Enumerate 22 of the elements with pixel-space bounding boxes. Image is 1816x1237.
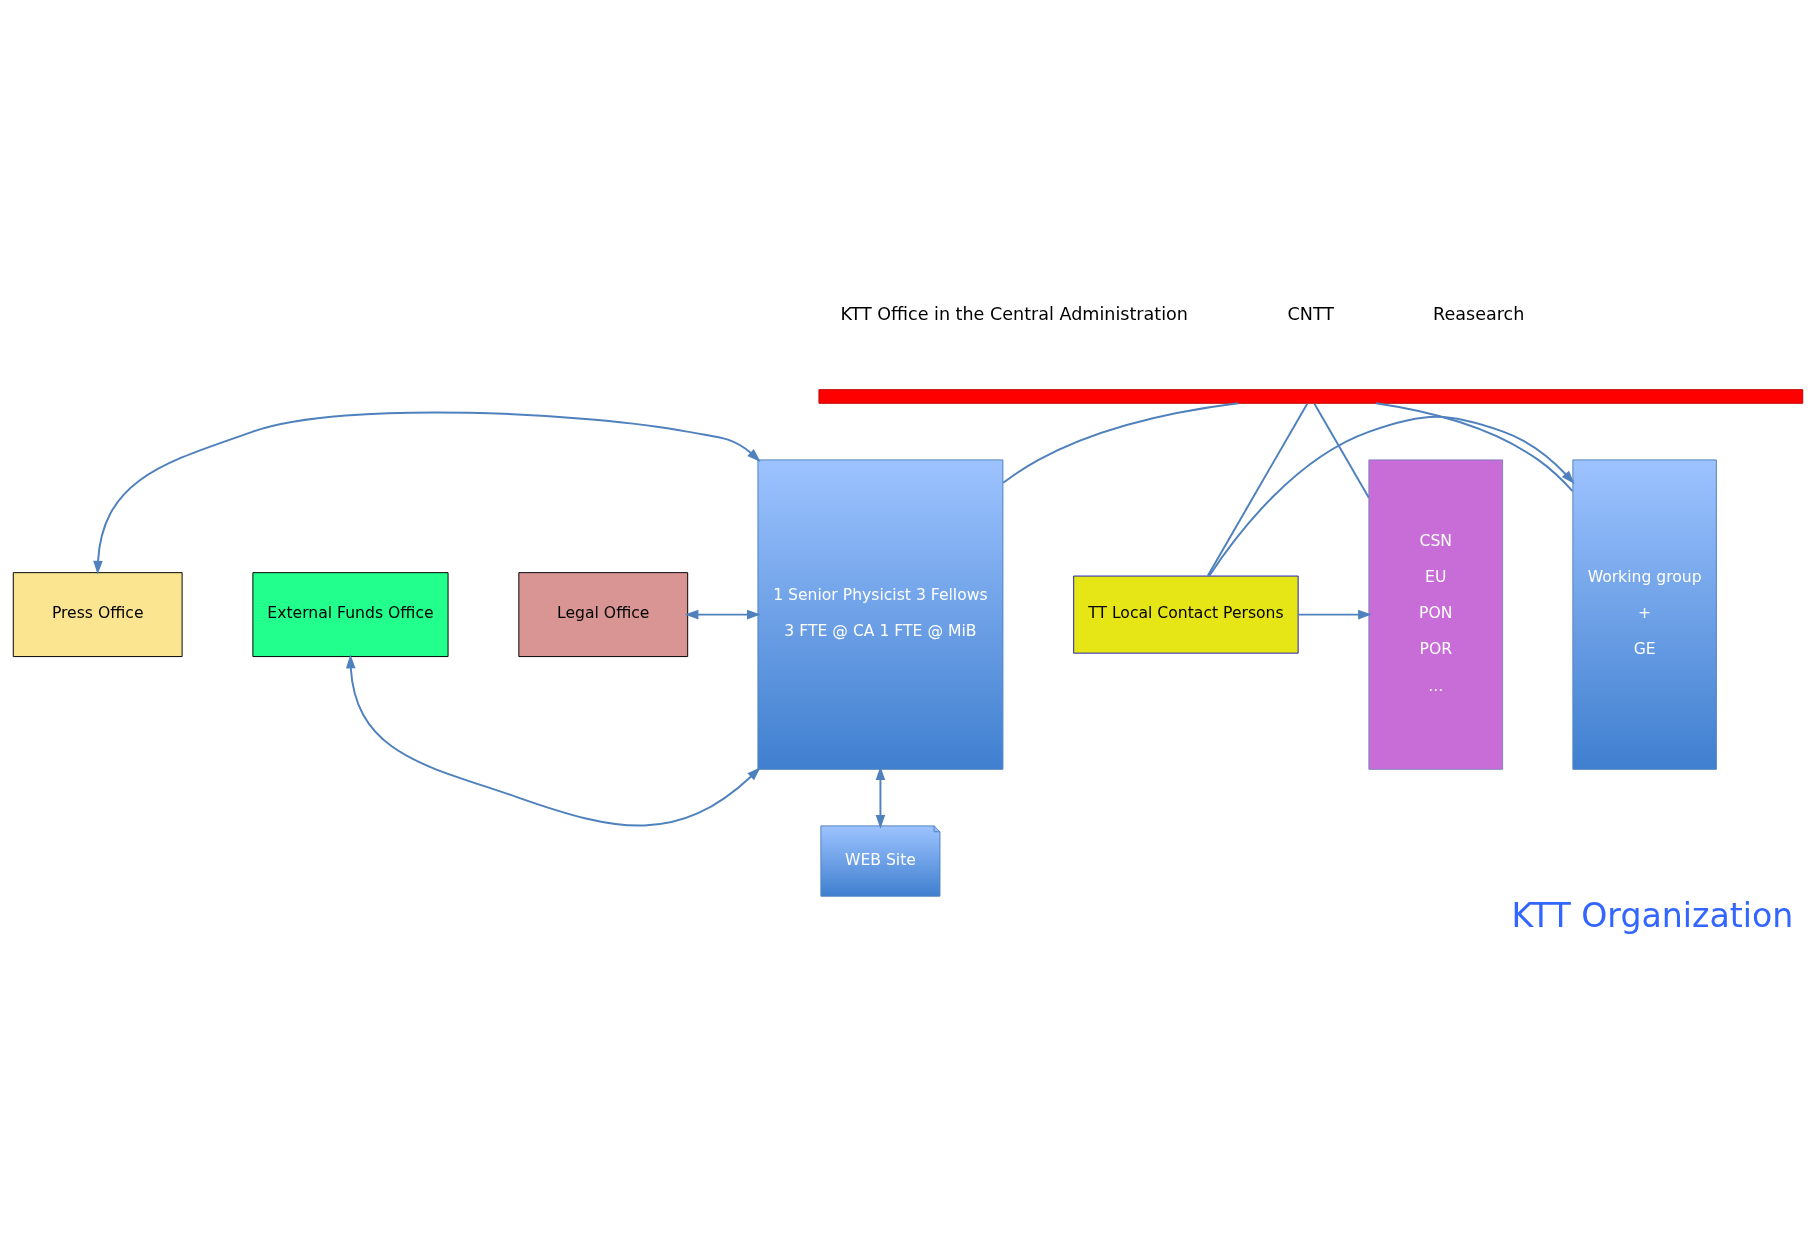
node-box: 1 Senior Physicist 3 Fellows 3 FTE @ CA 1 FTE @ MiB: [757, 458, 1004, 770]
connector: [1375, 401, 1574, 492]
label: CNTT: [1287, 303, 1335, 324]
node-box: Working group + GE: [1572, 458, 1717, 770]
arrow: [93, 410, 761, 575]
arrow: [684, 609, 761, 619]
arrow: [1297, 609, 1372, 619]
arrow: [346, 654, 761, 826]
connector: [1313, 402, 1370, 499]
node-box: CSN EU PON POR ...: [1368, 458, 1504, 770]
diagram-title: KTT Organization: [1511, 895, 1794, 935]
node-box: External Funds Office: [252, 571, 449, 657]
label: KTT Office in the Central Administration: [840, 303, 1188, 324]
node-box: Legal Office: [518, 571, 689, 657]
label: Reasearch: [1433, 303, 1525, 324]
arrow: [875, 765, 886, 829]
node-bar: [818, 388, 1804, 404]
arrow: [1208, 415, 1575, 577]
node-box: Press Office: [12, 571, 183, 657]
node-box: TT Local Contact Persons: [1073, 575, 1299, 654]
connector: [1002, 401, 1240, 484]
connector: [1206, 402, 1309, 577]
